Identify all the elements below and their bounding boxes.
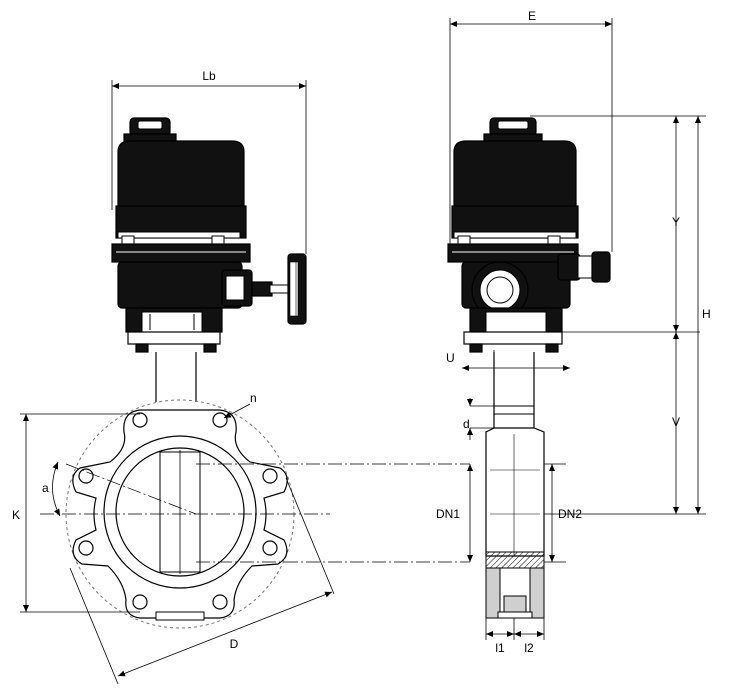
label-u: U xyxy=(446,351,455,365)
label-dn2: DN2 xyxy=(558,507,582,521)
dimension-d: D xyxy=(69,477,335,685)
side-neck xyxy=(493,352,535,428)
side-actuator xyxy=(447,117,611,353)
dimension-u: U xyxy=(446,350,570,372)
dimension-d-small: d xyxy=(463,398,494,440)
dimension-lb: Lb xyxy=(111,69,307,254)
handwheel xyxy=(251,253,307,325)
label-y: Y xyxy=(672,215,680,229)
label-l2: l2 xyxy=(524,641,534,655)
side-view: E Y V H U d xyxy=(436,9,711,655)
dimension-e: E xyxy=(449,9,613,252)
label-v: V xyxy=(672,415,680,429)
label-k: K xyxy=(12,508,20,522)
label-l1: l1 xyxy=(495,641,505,655)
label-a: a xyxy=(42,481,49,495)
dimension-dn2: DN2 xyxy=(544,463,582,563)
actuator-cap xyxy=(123,117,177,142)
valve-neck xyxy=(155,352,197,402)
actuator-body xyxy=(111,140,253,353)
side-valve-body xyxy=(485,427,545,619)
dimension-v: V xyxy=(544,332,706,515)
dimension-n: n xyxy=(223,391,257,419)
label-lb: Lb xyxy=(202,69,216,83)
label-d: D xyxy=(230,637,239,651)
dimension-a: a xyxy=(42,461,61,517)
dimension-l1-l2: l1 l2 xyxy=(485,618,545,655)
label-e: E xyxy=(528,9,536,23)
label-d-small: d xyxy=(463,417,470,431)
dimension-k: K xyxy=(12,413,140,613)
front-view: Lb K D a n xyxy=(12,69,470,685)
dimension-dn1: DN1 xyxy=(436,464,473,562)
dimension-h: H xyxy=(695,116,711,514)
label-n: n xyxy=(250,391,257,405)
front-centerlines xyxy=(40,463,470,563)
label-h: H xyxy=(702,307,711,321)
label-dn1: DN1 xyxy=(436,507,460,521)
